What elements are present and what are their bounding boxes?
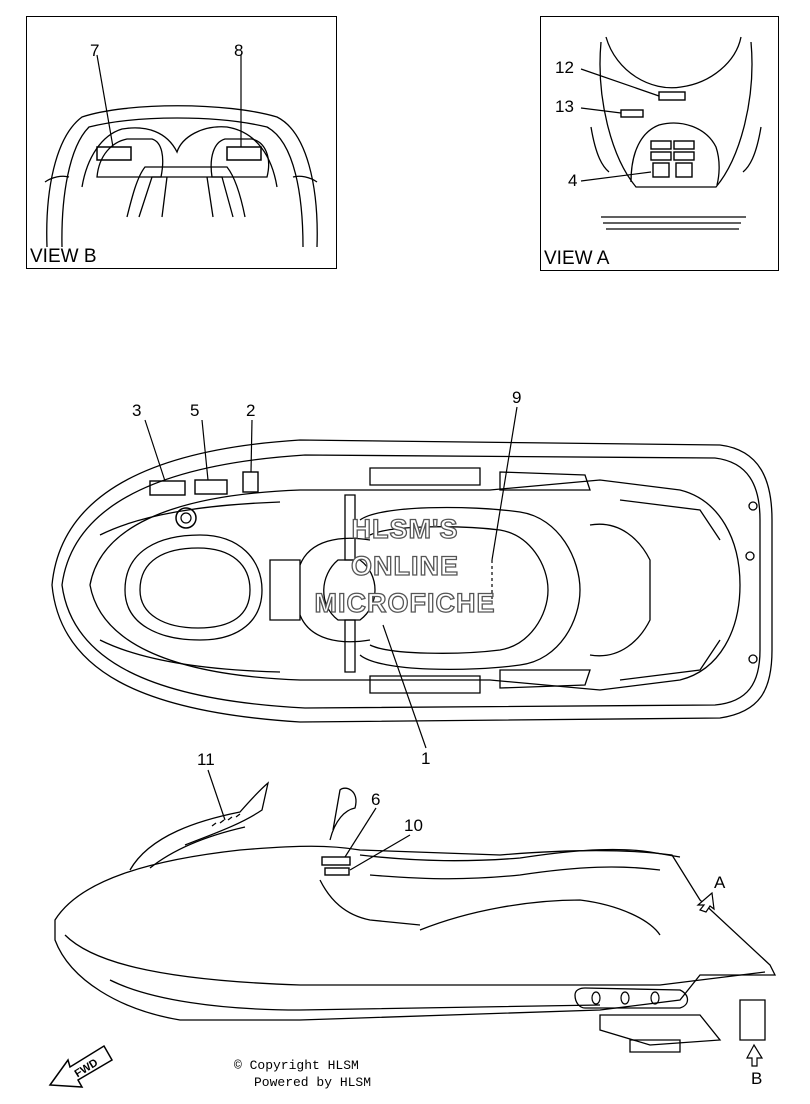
view-b-label: VIEW B	[30, 246, 97, 267]
view-a-label: VIEW A	[544, 248, 610, 269]
copyright-text: © Copyright HLSM	[234, 1058, 359, 1073]
callout-12: 12	[555, 58, 574, 77]
view-a-drawing	[580, 36, 762, 230]
callout-3: 3	[132, 401, 142, 420]
callout-9: 9	[512, 388, 522, 407]
top-decal-5	[194, 479, 228, 495]
callout-11: 11	[197, 750, 215, 769]
leader-line-4	[580, 171, 652, 182]
view-b-label-decal-8	[226, 146, 262, 161]
callout-b: B	[751, 1069, 763, 1088]
leader-line-7	[96, 54, 114, 148]
view-a-panel: 12 13 4 VIEW A	[540, 16, 779, 271]
callout-7: 7	[90, 41, 100, 60]
callout-13: 13	[555, 97, 574, 116]
callout-5: 5	[190, 401, 200, 420]
view-b-label-decal-7	[96, 146, 132, 161]
handlebar	[323, 494, 376, 673]
callout-a: A	[714, 873, 726, 892]
side-vent-holes	[591, 991, 660, 1005]
side-decal-11	[211, 813, 241, 827]
callout-10: 10	[404, 816, 423, 835]
watermark-line-3: MICROFICHE	[314, 587, 496, 618]
callout-8: 8	[234, 41, 244, 60]
top-decal-3	[149, 480, 186, 496]
side-decal-10	[324, 867, 350, 876]
callout-4: 4	[568, 171, 578, 190]
watermark-line-1: HLSM'S	[351, 513, 459, 544]
leader-line-12	[580, 68, 660, 97]
view-b-arrow-icon	[745, 1043, 764, 1067]
view-a-decal-13	[620, 109, 644, 118]
view-b-panel: 7 8 VIEW B	[26, 16, 337, 269]
side-decal-6	[321, 856, 351, 866]
view-a-arrow-icon	[696, 891, 715, 913]
watermark-line-2: ONLINE	[350, 550, 459, 581]
callout-2: 2	[246, 401, 256, 420]
top-decal-2	[242, 471, 259, 493]
fwd-arrow-icon: FWD	[48, 1044, 114, 1088]
top-view-hull	[51, 439, 773, 723]
callout-1: 1	[421, 749, 431, 768]
leader-line-13	[580, 107, 622, 114]
side-view-hull	[54, 781, 777, 1053]
view-b-drawing	[44, 54, 318, 248]
fuel-cap-icon	[175, 507, 197, 529]
view-a-decal-4	[650, 140, 695, 178]
callout-6: 6	[371, 790, 381, 809]
powered-by-text: Powered by HLSM	[254, 1075, 372, 1090]
